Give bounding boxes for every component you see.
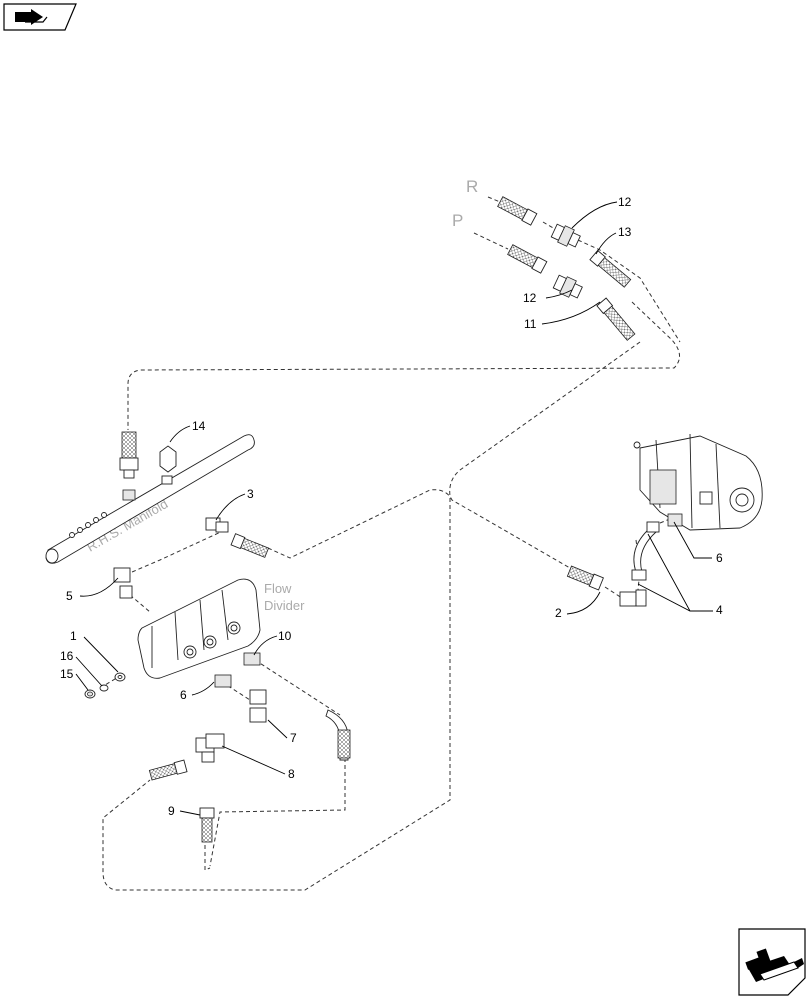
- back-arrow-icon: [3, 3, 77, 31]
- flow-divider: [137, 578, 261, 679]
- callout-4: 4: [716, 603, 723, 617]
- callout-leaders: [75, 201, 713, 816]
- back-button[interactable]: [3, 3, 77, 31]
- callout-16: 16: [60, 649, 74, 663]
- callout-5: 5: [66, 589, 73, 603]
- callout-2: 2: [555, 606, 562, 620]
- next-arrow-icon: [738, 928, 806, 996]
- callout-numbers: 12 13 12 11 14 3 5 2 4 6 10 1 16 15 6 7 …: [60, 195, 723, 818]
- callout-7: 7: [290, 731, 297, 745]
- callout-1: 1: [70, 629, 77, 643]
- top-hose-fittings: [497, 196, 636, 341]
- callout-8: 8: [288, 767, 295, 781]
- callout-14: 14: [192, 419, 206, 433]
- callout-9: 9: [168, 804, 175, 818]
- callout-6-left: 6: [180, 688, 187, 702]
- pressure-line-label: P: [452, 211, 463, 230]
- flow-divider-label-line1: Flow: [264, 581, 292, 596]
- callout-13: 13: [618, 225, 632, 239]
- return-line-label: R: [466, 177, 478, 196]
- callout-11: 11: [524, 317, 537, 331]
- callout-12-upper: 12: [618, 195, 632, 209]
- divider-fittings: [84, 517, 351, 843]
- callout-15: 15: [60, 667, 74, 681]
- hydraulic-pump: [633, 433, 763, 531]
- callout-6-right: 6: [716, 551, 723, 565]
- hose-routing-lines: [99, 196, 681, 891]
- rhs-manifold: [45, 431, 255, 564]
- callout-10: 10: [278, 629, 292, 643]
- callout-3: 3: [247, 487, 254, 501]
- pump-fittings: [566, 513, 683, 607]
- callout-12-lower: 12: [523, 291, 537, 305]
- next-button[interactable]: [738, 928, 806, 996]
- flow-divider-label-line2: Divider: [264, 598, 305, 613]
